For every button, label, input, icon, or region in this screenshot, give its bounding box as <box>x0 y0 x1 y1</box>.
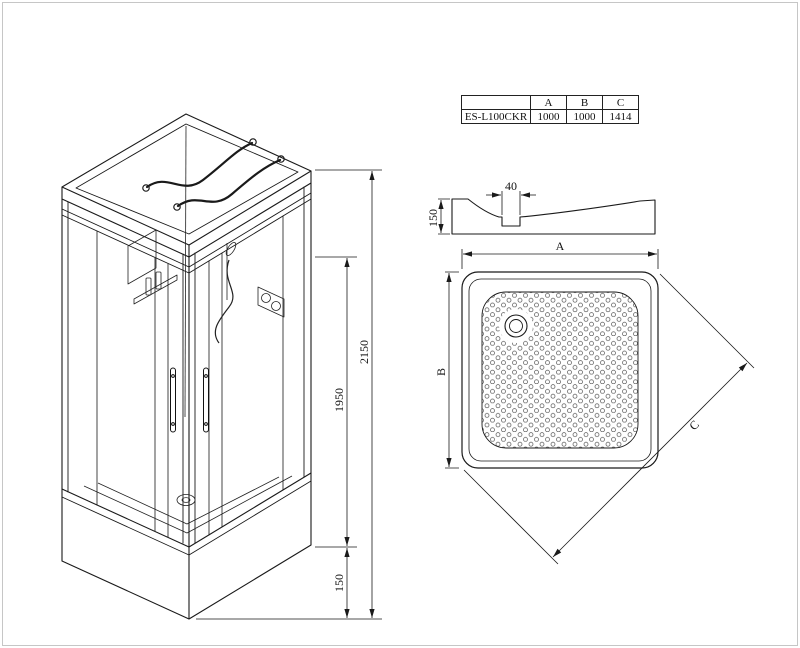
tray-inner-rim <box>83 475 293 534</box>
top-view-dimensions <box>445 249 755 565</box>
tray-skirt-band <box>61 480 312 556</box>
drain-iso <box>176 494 196 506</box>
spec-model-cell: ES-L100CKR <box>461 109 531 124</box>
roof-inner-panel <box>75 123 299 235</box>
spec-value-a: 1000 <box>530 109 567 124</box>
mixer-knob <box>271 301 281 311</box>
door-handle-left <box>170 367 176 433</box>
hose-fitting-icon <box>249 138 257 146</box>
isometric-cabin-view <box>61 113 312 620</box>
door-handles <box>170 367 209 433</box>
drain-clearing <box>499 309 533 343</box>
spec-col-header-b: B <box>566 95 603 110</box>
frame-posts <box>67 186 305 544</box>
dim-profile-height-label: 150 <box>426 209 440 227</box>
hose-fitting-icon <box>142 184 150 192</box>
door-track-lower <box>61 198 312 274</box>
dim-line-diagonal-C <box>552 362 748 558</box>
handle-mount <box>204 374 208 378</box>
iso-dimensions <box>196 169 382 620</box>
dim-glass-height-label: 1950 <box>332 388 346 412</box>
dim-width-label: A <box>556 239 565 253</box>
spec-value-c: 1414 <box>602 109 639 124</box>
drain-outer <box>504 314 528 338</box>
extension-lines <box>196 169 382 620</box>
shower-hoses <box>145 141 282 208</box>
roof-slab-edges <box>61 170 312 258</box>
dim-diagonal-label: C <box>686 417 702 433</box>
door-handle-right <box>203 367 209 433</box>
bottle-icon <box>155 271 162 290</box>
handle-mount <box>171 374 175 378</box>
dim-total-height-label: 2150 <box>357 340 371 364</box>
corner-shelf <box>133 274 178 305</box>
handle-mount <box>204 422 208 426</box>
extension-lines <box>501 191 521 215</box>
tray-top-edges <box>61 472 312 548</box>
profile-dimensions <box>438 191 536 235</box>
tray-profile-view <box>451 198 656 235</box>
tray-top-view <box>461 271 659 469</box>
spec-header-row: A B C <box>461 95 639 110</box>
mirror-panel <box>127 229 157 285</box>
roof-panel <box>61 113 312 246</box>
hand-shower-hose <box>214 259 234 344</box>
back-corner-edge <box>184 125 187 418</box>
extension-lines <box>461 249 659 269</box>
extension-lines <box>463 273 755 565</box>
spec-table: A B C ES-L100CKR 1000 1000 1414 <box>461 95 639 124</box>
spec-col-header-a: A <box>530 95 567 110</box>
glass-lines-left-face <box>96 230 169 538</box>
dim-drain-width-label: 40 <box>505 179 517 193</box>
bottle-icon <box>145 277 152 296</box>
cabin-vertical-edges <box>61 182 312 620</box>
cabin-interior <box>83 125 293 534</box>
handle-mount <box>171 422 175 426</box>
hose-fitting-icon <box>173 203 181 211</box>
hand-shower-head <box>225 242 237 256</box>
hose-fitting-icon <box>277 155 285 163</box>
spec-data-row: ES-L100CKR 1000 1000 1414 <box>461 109 639 124</box>
extension-lines <box>445 271 459 469</box>
drain-inner <box>509 319 523 333</box>
dim-tray-height-label: 150 <box>332 574 346 592</box>
tray-floor-edge <box>97 476 280 525</box>
spec-value-b: 1000 <box>566 109 603 124</box>
door-track-upper <box>61 192 312 268</box>
mixer-plate <box>257 286 285 318</box>
mixer-knob <box>261 293 271 303</box>
extension-lines <box>438 198 450 235</box>
drain-iso-inner <box>181 497 191 503</box>
spec-col-header-c: C <box>602 95 639 110</box>
dim-depth-label: B <box>434 368 448 376</box>
spec-corner-cell <box>461 95 531 110</box>
tray-section-outline <box>451 198 656 235</box>
tray-bottom-edges <box>61 544 312 620</box>
